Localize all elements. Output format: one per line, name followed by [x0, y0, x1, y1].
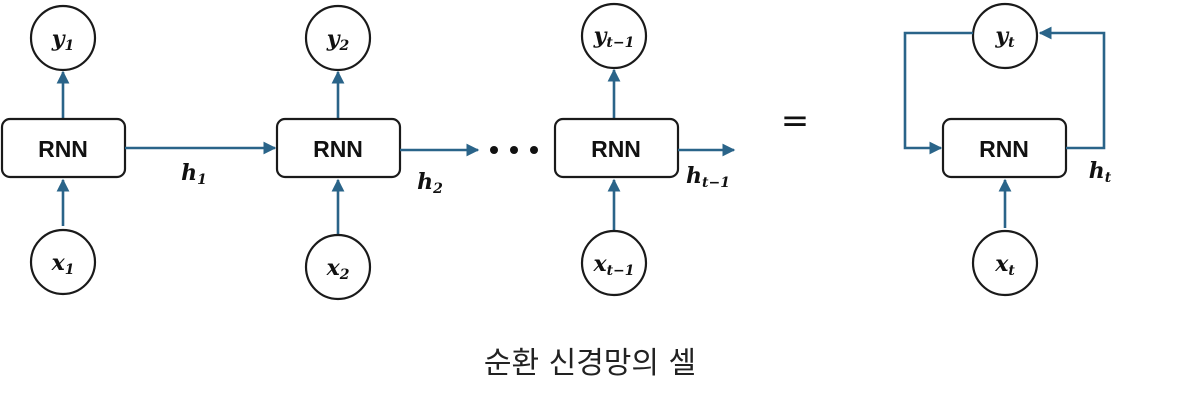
arrow-recurrent-loop-to-yt: [1038, 26, 1106, 150]
input-node-x2: [304, 233, 372, 301]
rnn-cell-recurrent-label: RNN: [979, 136, 1029, 162]
equals-sign: =: [781, 101, 810, 141]
input-label-x1: x1: [51, 250, 75, 278]
input-label-xt: xt: [994, 251, 1015, 279]
hidden-label-ht-1: ht−1: [686, 163, 730, 191]
hidden-label-h2: h2: [417, 169, 443, 197]
hidden-label-ht: ht: [1089, 158, 1112, 186]
output-label-yt: yt: [994, 23, 1015, 51]
rnn-cell-2-label: RNN: [313, 136, 363, 162]
input-node-xt: [971, 229, 1039, 297]
output-label-y1: y1: [51, 26, 75, 54]
output-node-y2: [304, 4, 372, 72]
output-node-yt: [971, 2, 1039, 70]
input-label-xt-1: xt−1: [592, 251, 634, 279]
output-node-y1: [29, 4, 97, 72]
ellipsis-dots: [490, 146, 538, 154]
input-label-x2: x2: [326, 255, 350, 283]
rnn-cell-t-1-label: RNN: [591, 136, 641, 162]
input-node-x1: [29, 228, 97, 296]
rnn-cell-t-1: [553, 117, 680, 179]
output-label-y2: y2: [326, 26, 350, 54]
input-node-xt-1: [580, 229, 648, 297]
diagram-caption: 순환 신경망의 셀: [483, 346, 697, 381]
output-node-yt-1: [580, 2, 648, 70]
output-label-yt-1: yt−1: [593, 23, 635, 51]
rnn-cell-2: [275, 117, 402, 179]
hidden-label-h1: h1: [181, 160, 207, 188]
arrow-yt-to-cell-left: [903, 31, 973, 155]
rnn-cell-1-label: RNN: [38, 136, 88, 162]
